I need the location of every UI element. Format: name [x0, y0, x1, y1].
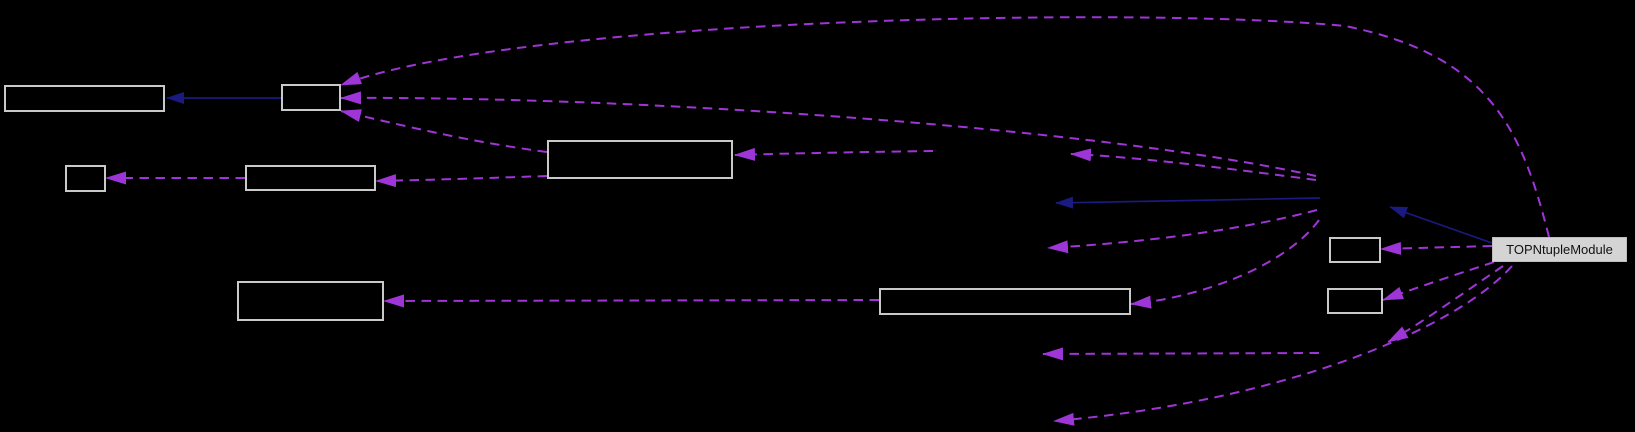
inheritance-top-to-base — [1389, 206, 1493, 244]
node-g[interactable] — [879, 288, 1131, 315]
node-top-ntuple-module: TOPNtupleModule — [1492, 237, 1627, 262]
usage-top-to-h — [1380, 241, 1493, 255]
node-i[interactable] — [1327, 288, 1383, 314]
node-h[interactable] — [1329, 237, 1381, 263]
usage-top-down-1 — [1387, 265, 1504, 343]
usage-row-lower — [1042, 347, 1320, 361]
usage-g-to-f — [383, 294, 880, 308]
node-c[interactable] — [65, 165, 106, 192]
usage-top-to-i — [1382, 261, 1495, 301]
usage-fan-upper — [1070, 148, 1317, 181]
usage-to-e-right — [734, 147, 934, 161]
usage-e-to-d — [375, 174, 548, 188]
node-a[interactable] — [4, 85, 165, 112]
node-d[interactable] — [245, 165, 376, 191]
graph-edge-group — [105, 16, 1550, 426]
usage-top-arc-to-b — [340, 16, 1550, 238]
usage-to-g — [1130, 219, 1320, 309]
node-f[interactable] — [237, 281, 384, 321]
usage-fan-middle — [1047, 209, 1318, 254]
inheritance-long-left — [1055, 196, 1321, 209]
node-e[interactable] — [547, 140, 733, 179]
usage-e-to-b-bottom — [340, 109, 548, 153]
usage-top-down-2 — [1053, 265, 1513, 426]
node-b[interactable] — [281, 84, 341, 111]
usage-to-b-middle — [340, 91, 1317, 177]
